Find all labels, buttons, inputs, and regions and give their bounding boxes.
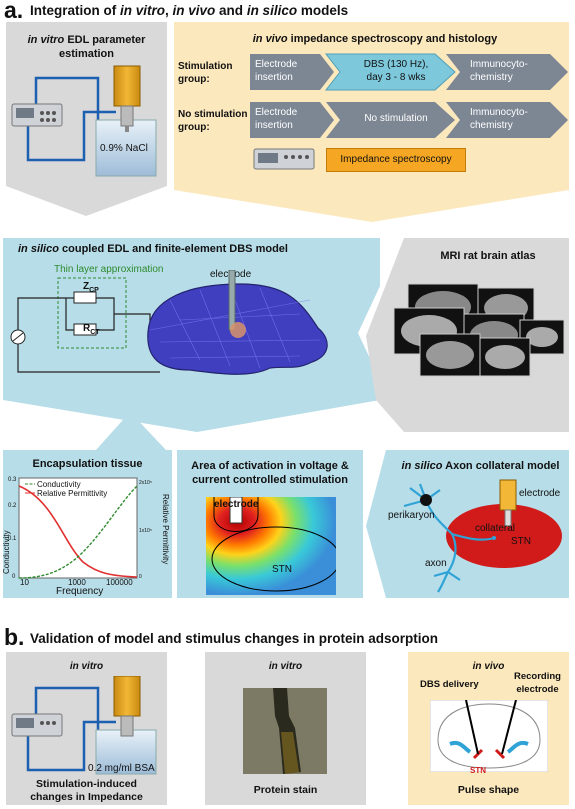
encap-xtick-0: 10 — [20, 578, 29, 587]
section-b-title: Validation of model and stimulus changes… — [30, 631, 439, 646]
b2-title: in vitro — [268, 661, 303, 672]
encap-panel-title: Encapsulation tissue — [32, 458, 143, 470]
r-ct-label: RCT — [83, 323, 100, 336]
edl-setup-illustration — [11, 65, 157, 177]
b2-protein-stain-photo — [243, 688, 327, 774]
silico-panel-title: in silico coupled EDL and finite-element… — [18, 243, 288, 255]
dbs-step: DBS (130 Hz),day 3 - 8 wks — [363, 59, 429, 83]
aoa-electrode-label: electrode — [214, 499, 259, 510]
invivo-instrument-icon — [253, 148, 315, 170]
aoa-stn-label: STN — [272, 564, 292, 575]
b3-coronal-section — [430, 700, 548, 772]
encap-ytick-right-2: 0 — [139, 574, 142, 580]
section-b-letter: b. — [4, 624, 25, 650]
encap-ytick-left-0: 0.3 — [8, 477, 17, 483]
section-a-letter: a. — [4, 0, 24, 23]
encap-xtick-2: 100000 — [106, 578, 133, 587]
b3-caption: Pulse shape — [457, 784, 520, 796]
axon-axon-label: axon — [425, 558, 447, 569]
encap-ytick-left-3: 0 — [12, 574, 16, 580]
b1-setup-illustration — [11, 676, 157, 775]
encap-ytick-right-1: 1x10⁵ — [139, 528, 152, 534]
silico-model-illustration — [10, 270, 328, 375]
mri-slices-illustration — [393, 283, 565, 377]
invivo-panel-title: in vivo impedance spectroscopy and histo… — [252, 33, 498, 45]
encap-legend-permittivity: Relative Permittivity — [37, 489, 108, 498]
axon-stn-label: STN — [511, 536, 531, 547]
axon-collateral-label: collateral — [475, 523, 516, 534]
b3-title: in vivo — [472, 661, 505, 672]
nostim-immuno-step: Immunocyto-chemistry — [470, 107, 528, 131]
encap-ytick-left-2: 0.1 — [8, 536, 17, 542]
aoa-field-illustration — [206, 497, 336, 595]
encap-legend-conductivity: Conductivity — [37, 480, 81, 489]
axon-panel-title: in silico Axon collateral model — [401, 460, 560, 472]
encap-ylabel-right: Relative Permittivity — [161, 494, 170, 565]
nostim-step: No stimulation — [364, 113, 428, 124]
b1-title: in vitro — [69, 661, 104, 672]
section-a-title: Integration of in vitro, in vivo and in … — [30, 3, 349, 18]
mri-panel-title: MRI rat brain atlas — [440, 250, 536, 262]
z-cp-label: ZCP — [83, 281, 99, 294]
stim-immuno-step: Immunocyto-chemistry — [470, 59, 528, 83]
b2-caption: Protein stain — [253, 784, 318, 796]
encap-xtick-1: 1000 — [68, 578, 86, 587]
b3-stn-label: STN — [470, 766, 486, 775]
b3-dbs-label: DBS delivery — [420, 679, 479, 690]
impedance-spectroscopy-box: Impedance spectroscopy — [326, 148, 466, 172]
encap-chart — [18, 477, 138, 579]
encap-ytick-left-1: 0.2 — [8, 503, 17, 509]
axon-perikaryon-label: perikaryon — [388, 510, 435, 521]
encap-ytick-right-0: 2x10⁵ — [139, 480, 152, 486]
axon-model-illustration — [403, 479, 562, 593]
encap-xlabel: Frequency — [56, 586, 104, 597]
thin-layer-label: Thin layer approximation — [54, 264, 164, 275]
b1-beaker-label: 0.2 mg/ml BSA — [88, 763, 155, 774]
aoa-panel-title: Area of activation in voltage &current c… — [191, 460, 349, 486]
edl-beaker-label: 0.9% NaCl — [100, 143, 148, 154]
axon-electrode-label: electrode — [519, 488, 561, 499]
invivo-flow-arrows — [250, 53, 568, 138]
